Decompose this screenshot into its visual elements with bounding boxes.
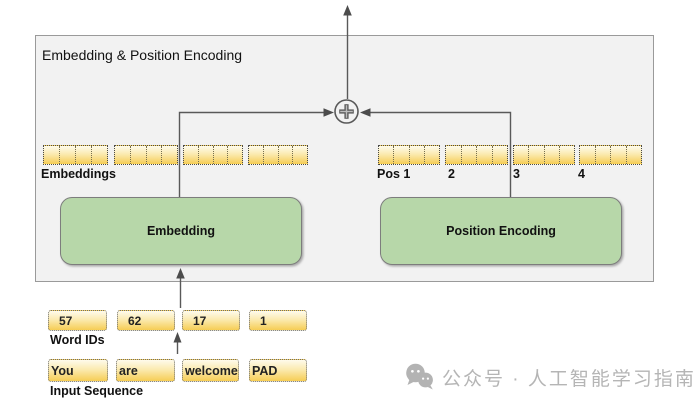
wechat-icon (406, 363, 433, 390)
vector-cell (227, 146, 242, 164)
vector-cell (145, 146, 162, 164)
position-encoding-block: Position Encoding (380, 197, 622, 265)
vector-cell (610, 146, 626, 164)
vector-cell (59, 146, 75, 164)
pos-label-1: Pos 1 (377, 167, 411, 181)
vector-cell (446, 146, 461, 164)
vector-cell (476, 146, 492, 164)
vector-cell (91, 146, 107, 164)
input-token-box: welcome (182, 359, 239, 382)
input-to-wordids-arrow (173, 332, 182, 354)
word-ids-label: Word IDs (50, 333, 105, 347)
vector-cell (393, 146, 408, 164)
embedding-vector-group-1 (43, 145, 108, 165)
vector-cell (543, 146, 559, 164)
vector-cell (212, 146, 228, 164)
input-token-box: are (116, 359, 175, 382)
word-id-box: 57 (48, 310, 107, 331)
embeddings-label: Embeddings (41, 167, 117, 181)
position-vector-group-3 (513, 145, 575, 165)
vector-cell (491, 146, 508, 164)
panel-title: Embedding & Position Encoding (42, 47, 243, 63)
position-vector-group-2 (445, 145, 508, 165)
pos-label-2: 2 (448, 167, 455, 181)
vector-cell (514, 146, 528, 164)
vector-cell (460, 146, 477, 164)
vector-cell (262, 146, 278, 164)
vector-cell (184, 146, 198, 164)
vector-cell (129, 146, 146, 164)
vector-cell (292, 146, 307, 164)
position-vector-group-1 (378, 145, 440, 165)
pos-label-3: 3 (513, 167, 520, 181)
vector-cell (44, 146, 59, 164)
word-id-box: 1 (249, 310, 307, 331)
vector-cell (277, 146, 293, 164)
word-id-box: 17 (182, 310, 240, 331)
watermark: 公众号 · 人工智能学习指南 (405, 363, 696, 391)
vector-cell (625, 146, 642, 164)
embedding-vector-group-3 (183, 145, 243, 165)
word-id-box: 62 (117, 310, 175, 331)
input-sequence-label: Input Sequence (50, 384, 144, 398)
vector-cell (161, 146, 177, 164)
embedding-block: Embedding (60, 197, 302, 265)
vector-cell (528, 146, 543, 164)
embedding-vector-group-2 (114, 145, 178, 165)
watermark-text: 公众号 · 人工智能学习指南 (442, 368, 696, 390)
vector-cell (197, 146, 213, 164)
embedding-vector-group-4 (248, 145, 308, 165)
vector-cell (75, 146, 91, 164)
vector-cell (115, 146, 130, 164)
input-token-box: PAD (249, 359, 307, 382)
vector-cell (249, 146, 263, 164)
vector-cell (379, 146, 393, 164)
position-vector-group-4 (579, 145, 642, 165)
vector-cell (408, 146, 424, 164)
vector-cell (558, 146, 574, 164)
vector-cell (594, 146, 611, 164)
pos-label-4: 4 (578, 167, 585, 181)
input-token-box: You (48, 359, 108, 382)
vector-cell (580, 146, 595, 164)
vector-cell (423, 146, 439, 164)
